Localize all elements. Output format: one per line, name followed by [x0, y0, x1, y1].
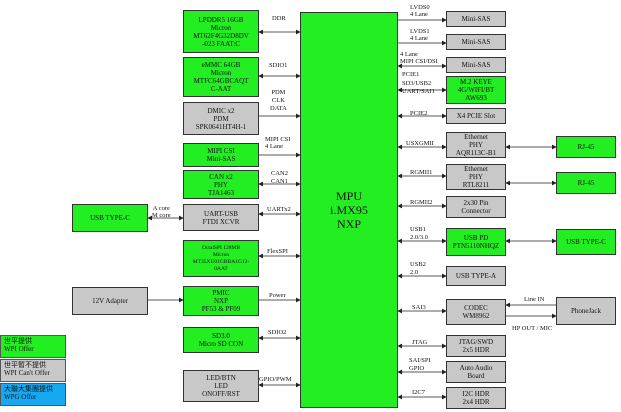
- mpu-label-3: NXP: [336, 217, 361, 231]
- bus-label-sdio1: SDIO1: [269, 62, 288, 69]
- bus-label-pdm: PDM CLK DATA: [270, 89, 287, 112]
- usb-typea-block: USB TYPE-A: [446, 266, 506, 286]
- bus-label-lvds1: LVDS1 4 Lane: [410, 28, 430, 42]
- lpddr5-block: LPDDR5 16GB Micron MT62F4G32D8DV -023 FA…: [183, 10, 259, 53]
- phonejack-block: PhoneJack: [556, 297, 616, 325]
- legend-wpi-cant-offer: 世平暫不提供 WPI Can't Offer: [0, 359, 66, 382]
- bus-label-pcie2: PCIE2: [410, 110, 428, 117]
- can-block: CAN x2 PHY TJA1463: [183, 170, 259, 199]
- bus-label-can: CAN2 CAN1: [271, 170, 288, 185]
- pcie-slot-block: X4 PCIE Slot: [446, 108, 506, 124]
- label-hp-out: HP OUT / MIC: [512, 325, 553, 332]
- eth-phy-1-block: Ethernet PHY AQR113C-B1: [446, 132, 506, 158]
- mpu-label-1: MPU: [335, 189, 362, 203]
- bus-label-uart: UARTx2: [267, 206, 291, 213]
- eth-phy-2-block: Ethernet PHY RTL8211: [446, 164, 506, 190]
- bus-label-usb1: USB1 2.0/3.0: [410, 226, 429, 241]
- mpu-block: MPU i.MX95 NXP: [300, 12, 398, 408]
- bus-label-core: A core M core: [152, 205, 171, 219]
- i2c-hdr-block: I2C HDR 2x4 HDR: [446, 387, 506, 409]
- pmic-block: PMIC NXP PF53 & PF09: [183, 286, 259, 316]
- mpu-label-2: i.MX95: [330, 203, 368, 217]
- bus-label-power: Power: [269, 292, 286, 299]
- codec-block: CODEC WM8962: [446, 299, 506, 325]
- label-line-in: Line IN: [524, 296, 545, 303]
- ospi-block: OctalSPI 128MB Micron MT35XU01GBBA1G12- …: [183, 240, 259, 277]
- pin-connector-block: 2x30 Pin Connector: [446, 196, 506, 218]
- emmc-block: eMMC 64GB Micron MTFC64GBCAQT C-AAT: [183, 57, 259, 97]
- m2-block: M.2 KEYE 4G/WIFI/BT AW693: [446, 76, 506, 104]
- bus-label-mipi-csi: MIPI CSI 4 Lane: [265, 136, 291, 150]
- mini-sas-0-block: Mini-SAS: [446, 11, 506, 27]
- uart-usb-block: UART-USB FTDI XCVR: [183, 204, 259, 231]
- jtag-block: JTAG/SWD 2x5 HDR: [446, 335, 506, 357]
- legend-wpi-offer: 世平提供 WPI Offer: [0, 335, 66, 358]
- audio-board-block: Auto Audio Board: [446, 361, 506, 383]
- dmic-block: DMIC x2 PDM SPK0641HT4H-1: [183, 102, 259, 135]
- usb-pd-block: USB PD PTN5110NHQZ: [446, 228, 506, 256]
- usb-typec-right-block: USB TYPE-C: [556, 229, 616, 255]
- bus-label-usxgmii: USXGMII: [406, 140, 434, 147]
- usb-typec-left-block: USB TYPE-C: [72, 204, 148, 232]
- bus-label-sdio2: SDIO2: [268, 329, 287, 336]
- mini-sas-2-block: Mini-SAS: [446, 57, 506, 73]
- bus-label-m2: PCIE1 SD3/USB2 UART/SAI1: [402, 71, 435, 95]
- bus-label-lvds0: LVDS0 4 Lane: [410, 4, 430, 18]
- rj45-1-block: RJ-45: [556, 136, 616, 158]
- bus-label-flexspi: FlexSPI: [267, 248, 288, 255]
- bus-label-ddr: DDR: [272, 15, 286, 22]
- bus-label-sai3: SAI3: [412, 304, 426, 311]
- bus-label-rgmii2: RGMII2: [410, 199, 433, 206]
- bus-label-mipi-dsi: 4 Lane MIPI CSI/DSI: [400, 51, 438, 65]
- led-block: LED/BTN LED ONOFF/RST: [183, 370, 259, 402]
- mini-sas-1-block: Mini-SAS: [446, 34, 506, 50]
- rj45-2-block: RJ-45: [556, 172, 616, 194]
- bus-label-rgmii1: RGMII1: [410, 169, 433, 176]
- bus-label-sai-spi: SAI/SPI GPIO: [409, 357, 431, 372]
- legend-wpg-offer: 大聯大集團提供 WPG Offer: [0, 383, 66, 406]
- bus-label-jtag: JTAG: [412, 339, 428, 346]
- bus-label-i2c7: I2C7: [412, 389, 425, 396]
- sd-block: SD3.0 Micro SD CON: [183, 327, 259, 353]
- bus-label-usb2: USB2 2.0: [410, 261, 426, 276]
- adapter-block: 12V Adapter: [72, 287, 148, 315]
- bus-label-gpio-pwm: GPIO/PWM: [259, 376, 292, 383]
- mipi-csi-block: MIPI CSI Mini-SAS: [183, 143, 259, 167]
